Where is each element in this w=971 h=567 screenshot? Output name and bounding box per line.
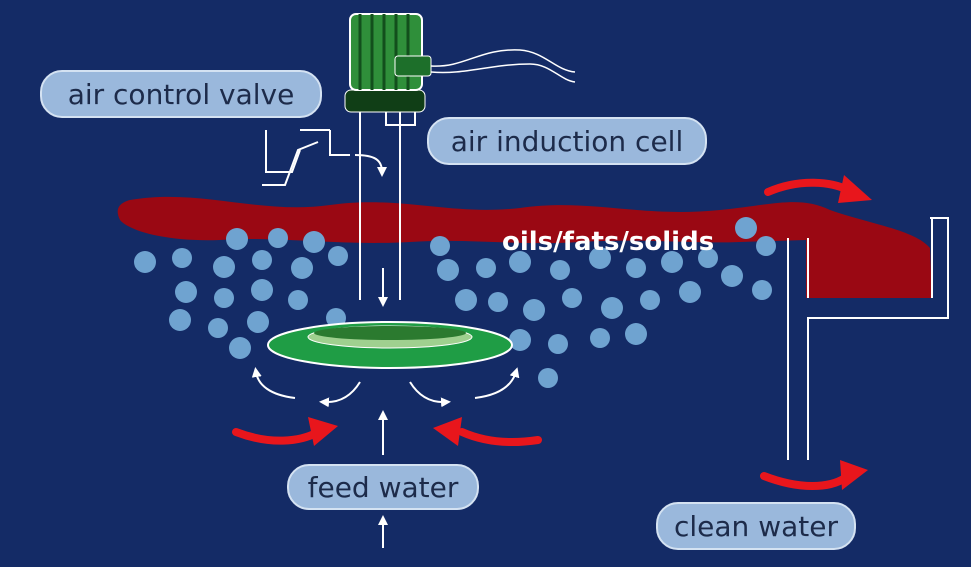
- air-bubbles: [134, 217, 776, 388]
- circulation-arrows: [251, 367, 520, 548]
- oil-layer: [117, 196, 932, 298]
- feed-water-label: feed water: [287, 464, 479, 510]
- clean-water-label: clean water: [656, 502, 856, 550]
- air-pipes: [262, 110, 416, 307]
- oils-fats-solids-label: oils/fats/solids: [502, 227, 715, 257]
- impeller-icon: [267, 321, 513, 369]
- air-induction-cell-label: air induction cell: [427, 117, 707, 165]
- motor-icon: [344, 13, 576, 113]
- air-control-valve-label: air control valve: [40, 70, 322, 118]
- flow-arrowheads: [308, 175, 872, 490]
- outlet-pipes: [787, 217, 949, 460]
